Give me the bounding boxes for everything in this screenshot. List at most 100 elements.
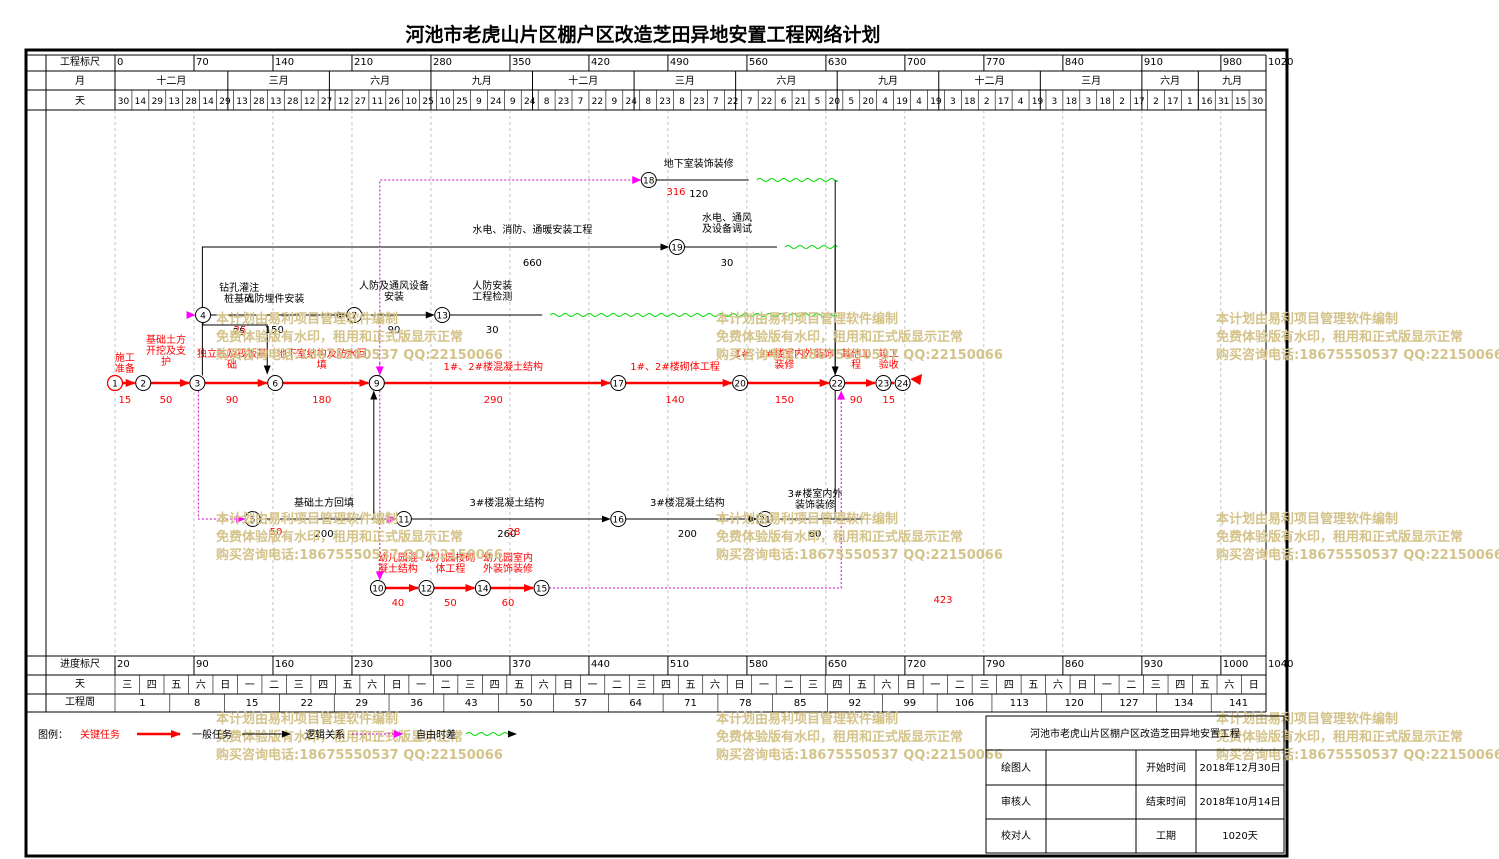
day-label-21: 9 bbox=[476, 97, 482, 107]
node-number-5: 5 bbox=[250, 516, 256, 526]
node-number-10: 10 bbox=[372, 585, 384, 595]
watermark-line-5-1: 免费体验版有水印，租用和正式版显示正常 bbox=[1216, 529, 1463, 545]
day-label-24: 24 bbox=[524, 97, 536, 107]
day-label-0: 30 bbox=[118, 97, 130, 107]
node-12 bbox=[418, 580, 435, 596]
day-label-11: 12 bbox=[304, 97, 315, 107]
float-duration-4: 423 bbox=[933, 595, 952, 606]
week-label-13: 92 bbox=[849, 698, 862, 709]
weekday-label-41: 二 bbox=[1126, 680, 1136, 691]
info-end-value: 2018年10月14日 bbox=[1200, 795, 1281, 808]
prog-scale-value-13: 930 bbox=[1144, 659, 1163, 670]
watermark-line-4-0: 本计划由易利项目管理软件编制 bbox=[716, 511, 898, 527]
day-label-5: 14 bbox=[202, 97, 214, 107]
day-label-25: 8 bbox=[544, 97, 550, 107]
prog-scale-value-2: 160 bbox=[275, 659, 294, 670]
watermark-line-3-0: 本计划由易利项目管理软件编制 bbox=[216, 511, 398, 527]
day-label-22: 24 bbox=[490, 97, 502, 107]
weekday-label-38: 六 bbox=[1053, 679, 1063, 691]
weekday-label-23: 五 bbox=[686, 680, 696, 691]
day-label-55: 3 bbox=[1052, 97, 1058, 107]
day-label-6: 29 bbox=[219, 97, 231, 107]
start-node-ring bbox=[106, 374, 124, 392]
task-name-20: 幼儿园混凝土结构 bbox=[378, 551, 418, 575]
watermark-line-6-0: 本计划由易利项目管理软件编制 bbox=[216, 711, 398, 727]
weekday-label-30: 五 bbox=[857, 680, 867, 691]
watermark-line-2-0: 本计划由易利项目管理软件编制 bbox=[1216, 311, 1398, 327]
task-name-16: 基础土方回填 bbox=[294, 496, 354, 509]
task-name-4: 1#、2#楼混凝土结构 bbox=[444, 360, 543, 373]
weekday-label-0: 三 bbox=[122, 680, 132, 691]
prog-scale-value-10: 720 bbox=[907, 659, 926, 670]
weekday-label-40: 一 bbox=[1102, 680, 1112, 691]
week-label-7: 50 bbox=[520, 698, 533, 709]
week-label-20: 141 bbox=[1229, 698, 1248, 709]
task-name-10: 人防埋件安装 bbox=[244, 292, 304, 305]
eng-scale-value-11: 770 bbox=[986, 57, 1005, 68]
day-label-64: 16 bbox=[1201, 97, 1213, 107]
day-label-53: 4 bbox=[1018, 97, 1024, 107]
node-number-21: 21 bbox=[759, 516, 770, 526]
month-label-11: 九月 bbox=[1222, 75, 1242, 87]
day-label-31: 8 bbox=[645, 97, 651, 107]
task-arrow-13 bbox=[201, 243, 670, 376]
task-arrow-9 bbox=[202, 322, 271, 375]
legend-label: 图例： bbox=[38, 728, 68, 741]
node-20 bbox=[732, 375, 749, 391]
eng-scale-value-15: 1020 bbox=[1268, 57, 1293, 68]
eng-scale-value-6: 420 bbox=[591, 57, 610, 68]
week-label-1: 8 bbox=[194, 698, 200, 709]
weekday-label-7: 三 bbox=[294, 680, 304, 691]
prog-scale-value-12: 860 bbox=[1065, 659, 1084, 670]
free-float-1 bbox=[784, 245, 838, 249]
legend-float-line bbox=[465, 732, 509, 736]
float-duration-2: 50 bbox=[270, 527, 283, 538]
task-name-0: 施工准备 bbox=[115, 351, 135, 375]
day-label-35: 7 bbox=[713, 97, 719, 107]
bottom-day-label: 天 bbox=[75, 679, 85, 690]
node-number-11: 11 bbox=[398, 516, 409, 526]
node-number-16: 16 bbox=[613, 516, 625, 526]
day-label-32: 23 bbox=[659, 97, 670, 107]
task-duration-18: 200 bbox=[678, 529, 697, 540]
day-label-8: 28 bbox=[253, 97, 265, 107]
task-duration-2: 90 bbox=[226, 395, 239, 406]
day-label-43: 5 bbox=[848, 97, 854, 107]
eng-scale-value-2: 140 bbox=[275, 57, 294, 68]
week-label-6: 43 bbox=[465, 698, 478, 709]
day-label-41: 5 bbox=[815, 97, 821, 107]
day-label-23: 9 bbox=[510, 97, 516, 107]
task-duration-20: 40 bbox=[392, 598, 405, 609]
weekday-label-28: 三 bbox=[808, 680, 818, 691]
eng-scale-value-14: 980 bbox=[1223, 57, 1242, 68]
info-start-label: 开始时间 bbox=[1146, 761, 1186, 774]
node-number-14: 14 bbox=[477, 585, 489, 595]
node-22 bbox=[829, 375, 846, 391]
legend-float-label: 自由时差 bbox=[416, 728, 456, 741]
weekday-label-37: 五 bbox=[1028, 680, 1038, 691]
day-label-34: 23 bbox=[693, 97, 704, 107]
day-label-59: 2 bbox=[1119, 97, 1125, 107]
day-label-27: 7 bbox=[578, 97, 584, 107]
weekday-label-36: 四 bbox=[1004, 680, 1014, 691]
task-name-8: 竣工验收 bbox=[879, 347, 899, 371]
task-name-11: 人防及通风设备安装 bbox=[359, 279, 429, 303]
month-label-4: 十二月 bbox=[568, 74, 598, 87]
watermark-line-0-0: 本计划由易利项目管理软件编制 bbox=[216, 311, 398, 327]
legend-critical-label: 关键任务 bbox=[80, 728, 120, 741]
node-2 bbox=[135, 375, 152, 391]
node-15 bbox=[533, 580, 550, 596]
weekday-label-4: 日 bbox=[220, 680, 230, 691]
network-diagram: 施工准备15基础土方开挖及支护50独立柱及筏板基础90地下室结构及防水回填180… bbox=[106, 157, 953, 609]
task-name-7: 其他工程 bbox=[841, 347, 871, 371]
weekday-label-6: 二 bbox=[269, 680, 279, 691]
watermark-line-3-2: 购买咨询电话:18675550537 QQ:22150066 bbox=[216, 547, 503, 563]
watermark-line-5-0: 本计划由易利项目管理软件编制 bbox=[1216, 511, 1398, 527]
node-number-9: 9 bbox=[374, 380, 380, 390]
info-table: 河池市老虎山片区棚户区改造芝田异地安置工程 绘图人 审核人 校对人 开始时间 2… bbox=[985, 715, 1285, 854]
prog-scale-value-6: 440 bbox=[591, 659, 610, 670]
week-label-12: 85 bbox=[794, 698, 807, 709]
node-4 bbox=[195, 307, 212, 323]
weekday-label-33: 一 bbox=[930, 680, 940, 691]
